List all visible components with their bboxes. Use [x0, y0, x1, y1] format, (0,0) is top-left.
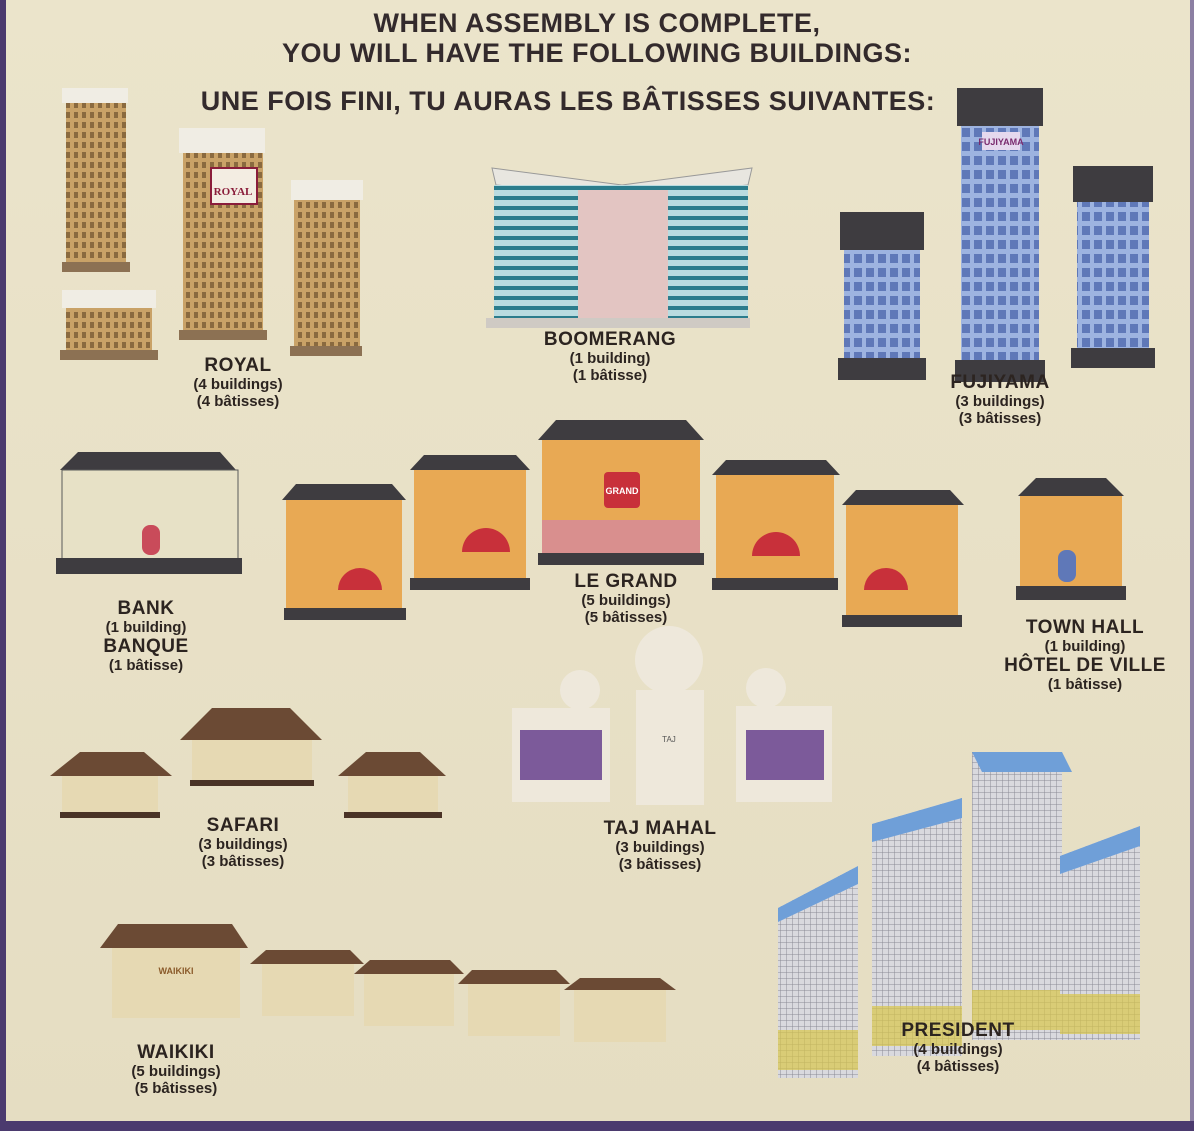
waikiki-group: WAIKIKI	[100, 924, 676, 1042]
fujiyama-label: FUJIYAMA (3 buildings) (3 bâtisses)	[920, 372, 1080, 427]
tajmahal-group: TAJ	[512, 626, 832, 805]
safari-count-en: (3 buildings)	[198, 836, 288, 853]
royal-tower-3	[290, 180, 363, 356]
royal-name: ROYAL	[204, 355, 272, 376]
waikiki-count-fr: (5 bâtisses)	[134, 1080, 218, 1097]
waikiki-5	[564, 978, 676, 1042]
royal-sign: ROYAL	[214, 186, 253, 198]
tajmahal-name: TAJ MAHAL	[603, 818, 717, 839]
royal-small	[60, 290, 158, 360]
frame-left	[0, 0, 6, 1131]
president-count-en: (4 buildings)	[913, 1041, 1003, 1058]
boomerang-count-fr: (1 bâtisse)	[572, 367, 648, 384]
waikiki-1: WAIKIKI	[100, 924, 248, 1018]
fujiyama-group: FUJIYAMA	[838, 88, 1155, 382]
townhall-count-fr: (1 bâtisse)	[1047, 676, 1123, 693]
header-line-3: UNE FOIS FINI, TU AURAS LES BÂTISSES SUI…	[200, 86, 936, 116]
taj-1	[512, 670, 610, 802]
royal-label: ROYAL (4 buildings) (4 bâtisses)	[158, 355, 318, 410]
safari-hut-1	[50, 752, 172, 818]
legrand-name: LE GRAND	[574, 571, 678, 592]
president-group	[778, 752, 1140, 1078]
legrand-group: GRAND	[282, 420, 964, 627]
bank-name-fr: BANQUE	[103, 636, 189, 657]
legrand-1	[282, 484, 406, 620]
header-line-2: YOU WILL HAVE THE FOLLOWING BUILDINGS:	[282, 38, 912, 68]
frame-bottom	[0, 1121, 1194, 1131]
waikiki-3	[354, 960, 464, 1026]
waikiki-sign: WAIKIKI	[159, 966, 194, 976]
president-3	[972, 752, 1072, 1040]
taj-2: TAJ	[635, 626, 704, 805]
fujiyama-tower-1	[838, 212, 926, 380]
taj-sign: TAJ	[662, 735, 676, 744]
legrand-count-fr: (5 bâtisses)	[584, 609, 668, 626]
tajmahal-count-fr: (3 bâtisses)	[618, 856, 702, 873]
safari-count-fr: (3 bâtisses)	[201, 853, 285, 870]
townhall-label: TOWN HALL (1 building) HÔTEL DE VILLE (1…	[990, 617, 1180, 693]
president-label: PRESIDENT (4 buildings) (4 bâtisses)	[878, 1020, 1038, 1075]
waikiki-2	[250, 950, 364, 1016]
legrand-sign: GRAND	[606, 486, 639, 496]
bank-building	[56, 452, 242, 574]
waikiki-name: WAIKIKI	[137, 1042, 215, 1063]
tajmahal-count-en: (3 buildings)	[615, 839, 705, 856]
safari-name: SAFARI	[206, 815, 280, 836]
royal-count-en: (4 buildings)	[193, 376, 283, 393]
legrand-label: LE GRAND (5 buildings) (5 bâtisses)	[546, 571, 706, 626]
president-count-fr: (4 bâtisses)	[916, 1058, 1000, 1075]
bank-count-fr: (1 bâtisse)	[108, 657, 184, 674]
safari-label: SAFARI (3 buildings) (3 bâtisses)	[163, 815, 323, 870]
safari-group	[50, 708, 446, 818]
legrand-2	[410, 455, 530, 590]
townhall-count-en: (1 building)	[1044, 638, 1126, 655]
fujiyama-count-en: (3 buildings)	[955, 393, 1045, 410]
royal-tower-1	[62, 88, 130, 272]
waikiki-label: WAIKIKI (5 buildings) (5 bâtisses)	[96, 1042, 256, 1097]
bank-name: BANK	[117, 598, 175, 619]
tajmahal-label: TAJ MAHAL (3 buildings) (3 bâtisses)	[580, 818, 740, 873]
legrand-3: GRAND	[538, 420, 704, 565]
royal-count-fr: (4 bâtisses)	[196, 393, 280, 410]
header-line-1: WHEN ASSEMBLY IS COMPLETE,	[373, 8, 821, 38]
legrand-count-en: (5 buildings)	[581, 592, 671, 609]
townhall-name-fr: HÔTEL DE VILLE	[1004, 655, 1166, 676]
townhall-building	[1016, 478, 1126, 600]
fujiyama-count-fr: (3 bâtisses)	[958, 410, 1042, 427]
waikiki-count-en: (5 buildings)	[131, 1063, 221, 1080]
waikiki-4	[458, 970, 570, 1036]
president-1	[778, 866, 858, 1078]
boomerang-building	[486, 167, 753, 328]
safari-hut-2	[180, 708, 322, 786]
president-4	[1060, 826, 1140, 1040]
fujiyama-tower-3	[1071, 166, 1155, 368]
president-name: PRESIDENT	[901, 1020, 1015, 1041]
bank-count-en: (1 building)	[105, 619, 187, 636]
legrand-5	[842, 490, 964, 627]
safari-hut-3	[338, 752, 446, 818]
royal-group: ROYAL	[60, 88, 363, 360]
bank-label: BANK (1 building) BANQUE (1 bâtisse)	[66, 598, 226, 674]
fujiyama-tower-2: FUJIYAMA	[955, 88, 1045, 382]
fujiyama-name: FUJIYAMA	[950, 372, 1050, 393]
townhall-name: TOWN HALL	[1025, 617, 1145, 638]
president-2	[872, 798, 962, 1056]
fujiyama-sign: FUJIYAMA	[978, 137, 1024, 147]
royal-tower-2: ROYAL	[179, 128, 267, 340]
boomerang-name: BOOMERANG	[543, 329, 677, 350]
boomerang-count-en: (1 building)	[569, 350, 651, 367]
taj-3	[736, 668, 832, 802]
legrand-4	[712, 460, 840, 590]
boomerang-label: BOOMERANG (1 building) (1 bâtisse)	[530, 329, 690, 384]
frame-right	[1190, 0, 1194, 1131]
